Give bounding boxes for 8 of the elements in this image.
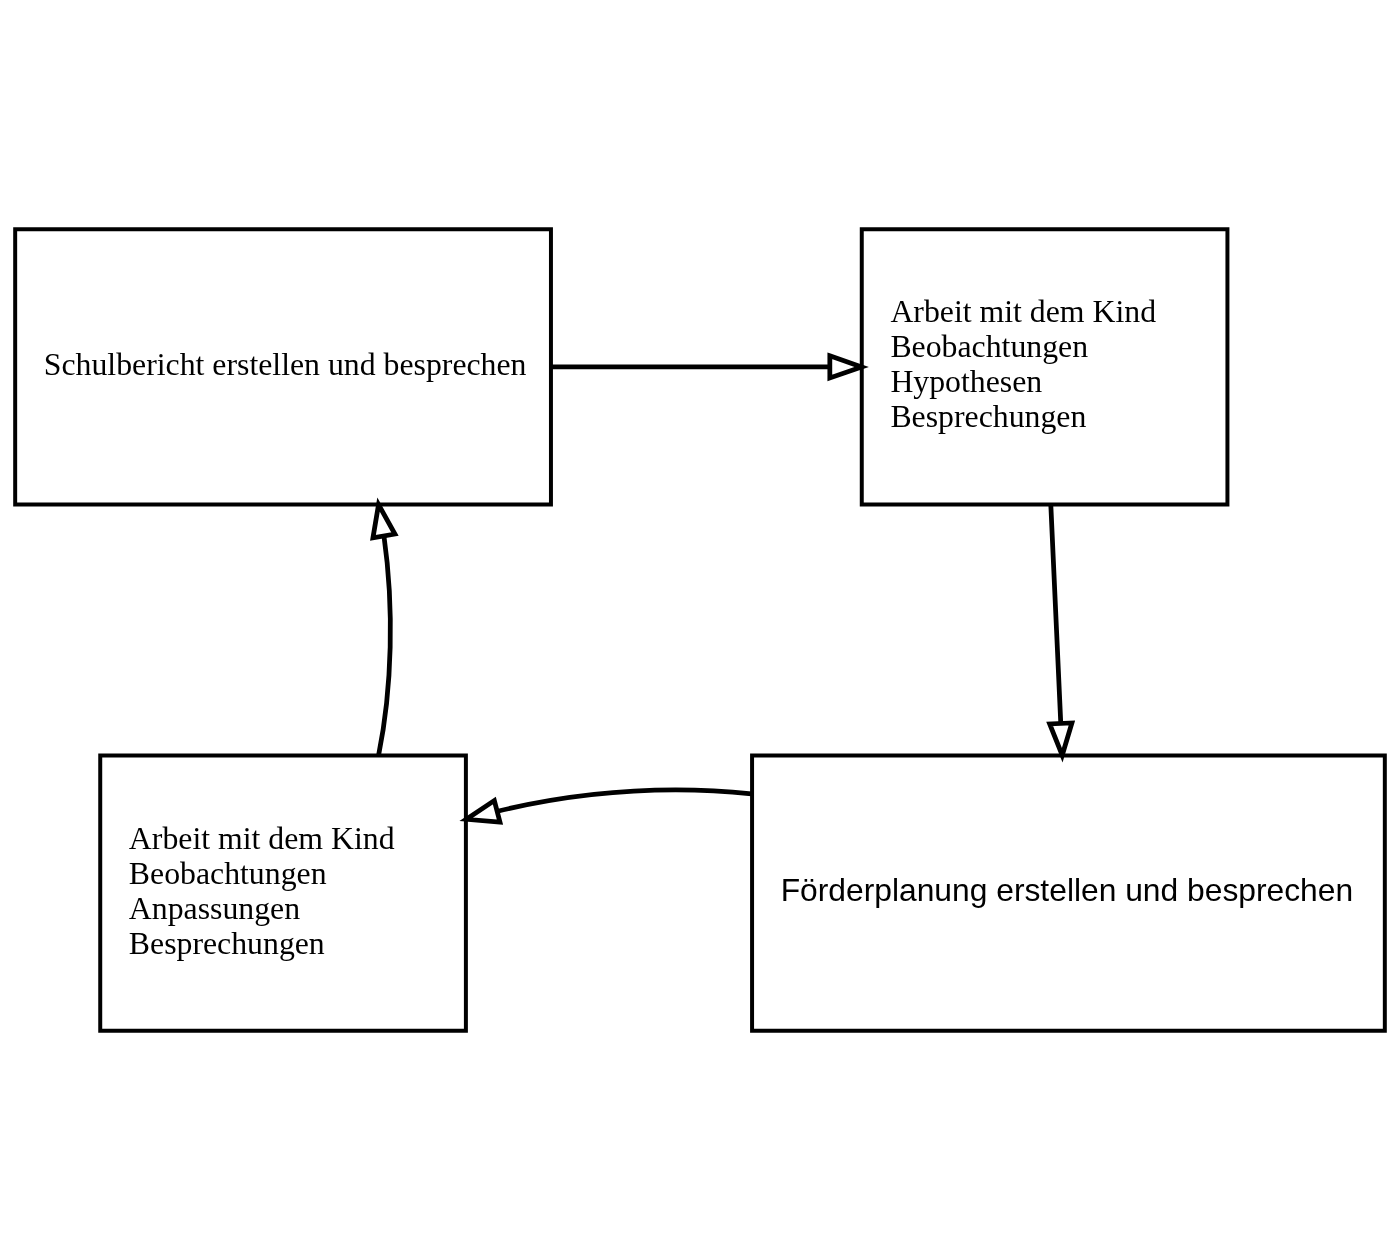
arrow <box>1046 504 1076 763</box>
arrow <box>551 352 869 382</box>
node-box: Arbeit mit dem Kind Beobachtungen Anpassungen Besprechungen <box>98 753 468 1033</box>
node-box: Förderplanung erstellen und besprechen <box>750 753 1387 1033</box>
arrow <box>370 497 399 756</box>
arrow <box>459 787 752 825</box>
node-box: Schulbericht erstellen und besprechen <box>13 227 553 507</box>
node-box: Arbeit mit dem Kind Beobachtungen Hypothesen Besprechungen <box>859 227 1230 507</box>
